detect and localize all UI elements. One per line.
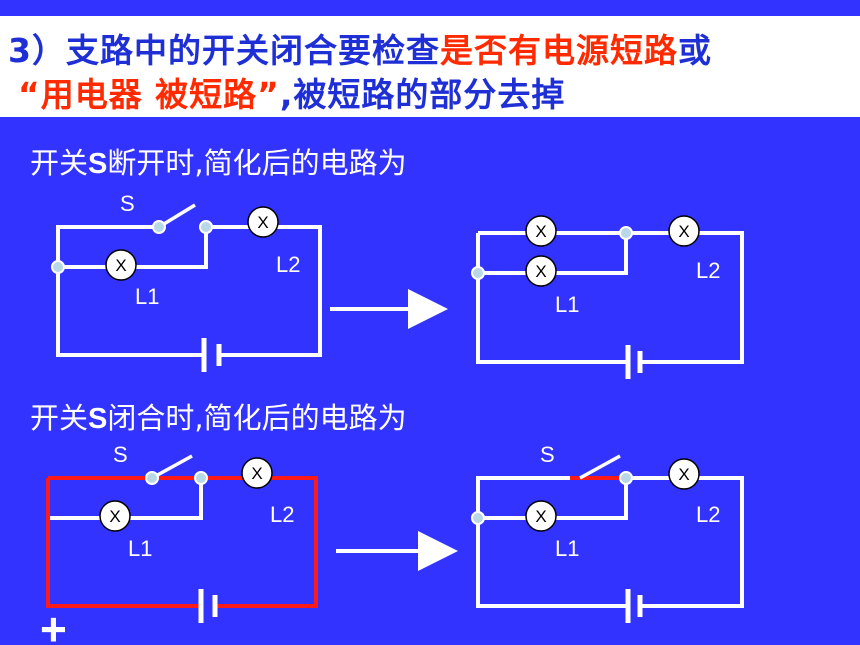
label-c2-l1: L1 [555,292,579,317]
circuit-closed-simplified [471,454,744,623]
lamp-c1-l2-mark: X [257,213,268,232]
lamp-c2-l1 [525,255,557,287]
lamp-c2-top-mark: X [535,222,546,241]
lamp-c2-l2 [668,215,700,247]
lamp-c1-l1-mark: X [115,256,126,275]
title-line-2-red: “用电器 被短路” [18,75,280,114]
lamp-c4-l1 [525,500,557,532]
lamp-c3-l2 [241,457,273,489]
title-line-1-blue: 3）支路中的开关闭合要检查 [8,31,440,70]
title-line-2: “用电器 被短路”,被短路的部分去掉 [18,68,565,116]
title-line-1-red: 是否有电源短路 [439,31,678,70]
node-c3-a [145,471,159,485]
lamp-c4-l2-mark: X [678,465,689,484]
caption-closed-post: 闭合时,简化后的电路为 [107,401,407,435]
node-c2-a [619,226,633,240]
title-top-band [0,0,860,16]
lamp-c4-l1-mark: X [535,507,546,526]
node-c1-a [152,220,166,234]
label-c4-switch: S [540,442,555,467]
lamp-c2-top [525,215,557,247]
caption-open-pre: 开关 [30,146,89,180]
label-c1-switch: S [120,191,135,216]
lamp-c3-l2-mark: X [251,464,262,483]
lamp-c1-l1 [105,249,137,281]
label-c3-switch: S [113,442,128,467]
battery-plus-sign: + [40,603,67,645]
caption-open-s: S [88,148,108,180]
node-c3-b [194,471,208,485]
lamp-c2-l1-mark: X [535,262,546,281]
title-line-1: 3）支路中的开关闭合要检查是否有电源短路或 [8,24,712,72]
caption-switch-open: 开关S断开时,简化后的电路为 [30,140,407,182]
label-c1-l1: L1 [135,284,159,309]
label-c3-l2: L2 [270,502,294,527]
title-banner: 3）支路中的开关闭合要检查是否有电源短路或 “用电器 被短路”,被短路的部分去掉 [0,0,860,117]
lamp-c4-l2 [668,458,700,490]
caption-open-post: 断开时,简化后的电路为 [107,146,407,180]
switch-c1-blade [158,203,196,229]
node-c4-a [619,471,633,485]
caption-switch-closed: 开关S闭合时,简化后的电路为 [30,395,407,437]
lamp-c3-l1-mark: X [109,507,120,526]
node-c4-b [471,511,485,525]
node-c2-b [471,266,485,280]
lamp-c3-l1 [99,500,131,532]
label-c1-l2: L2 [276,252,300,277]
circuit-open-simplified [471,215,744,379]
switch-c3-blade [151,454,193,480]
title-line-1-end: 或 [677,31,712,70]
label-c4-l1: L1 [555,536,579,561]
lamp-c2-l2-mark: X [678,222,689,241]
node-c1-b [199,220,213,234]
circuit-closed-original [46,454,318,623]
short-circuit-path [46,476,318,608]
wire-c2 [476,231,744,364]
label-c4-l2: L2 [696,502,720,527]
circuit-open-original [51,203,322,372]
title-line-2-blue: ,被短路的部分去掉 [279,75,566,114]
lamp-c1-l2 [247,206,279,238]
wire-c3 [48,478,203,520]
caption-closed-s: S [88,403,108,435]
caption-closed-pre: 开关 [30,401,89,435]
switch-c4-blade [579,454,621,480]
wire-c4 [476,476,744,608]
wire-c1 [56,225,322,357]
label-c3-l1: L1 [128,536,152,561]
label-c2-l2: L2 [696,258,720,283]
node-c1-c [51,260,65,274]
